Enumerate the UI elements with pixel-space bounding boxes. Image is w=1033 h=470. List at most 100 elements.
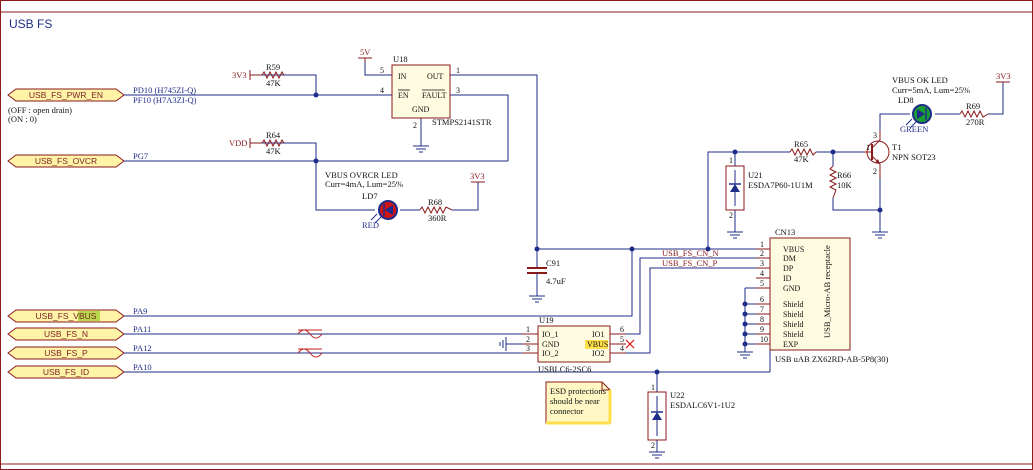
u18-pin3: 3 bbox=[456, 86, 460, 95]
u22-pin1: 1 bbox=[651, 383, 655, 392]
cn13-pin-number: 4 bbox=[760, 269, 764, 278]
net-pf10: PF10 (H7A3ZI-Q) bbox=[133, 95, 197, 105]
r65-value: 47K bbox=[794, 154, 810, 164]
no-connect-marker bbox=[625, 339, 635, 349]
t1-part: NPN SOT23 bbox=[892, 152, 936, 162]
port-label: USB_FS_PWR_EN bbox=[29, 90, 103, 100]
ground-symbols bbox=[413, 145, 888, 459]
u18-part: STMPS2141STR bbox=[432, 117, 492, 127]
diff-pair-marker-n bbox=[297, 329, 323, 339]
u18-in-label: IN bbox=[398, 72, 407, 81]
cn13-pin-row: 3DP bbox=[756, 259, 794, 273]
u18-en-label: EN bbox=[398, 91, 409, 100]
port-usb-fs-n[interactable]: USB_FS_N bbox=[7, 327, 125, 341]
r68-ref: R68 bbox=[428, 197, 442, 207]
u18-ref: U18 bbox=[393, 54, 408, 64]
cn13-pin-name: GND bbox=[783, 284, 801, 293]
port-usb-fs-p[interactable]: USB_FS_P bbox=[7, 346, 125, 360]
cn13-pin-name: DM bbox=[783, 254, 796, 263]
t1-pin3: 3 bbox=[873, 131, 877, 140]
r66-value: 10K bbox=[837, 180, 853, 190]
u19-pin4: 4 bbox=[620, 344, 624, 353]
cn13-part: USB uAB ZX62RD-AB-5P8(30) bbox=[775, 354, 889, 364]
u19-ref: U19 bbox=[539, 315, 554, 325]
t1-pin2: 2 bbox=[873, 167, 877, 176]
esd-note: ESD protections should be near connector bbox=[545, 381, 612, 425]
power-3v3-label: 3V3 bbox=[232, 70, 247, 80]
u22-ref: U22 bbox=[670, 390, 685, 400]
power-5v-symbol: 5V bbox=[358, 47, 372, 62]
u19-pin3: 3 bbox=[526, 344, 530, 353]
resistor-r64[interactable]: R64 47K bbox=[250, 130, 285, 156]
cn13-ref: CN13 bbox=[775, 227, 795, 237]
u22-part: ESDALC6V1-1U2 bbox=[670, 400, 735, 410]
ld8-spec: Curr=5mA, Lum=25% bbox=[892, 85, 970, 95]
u21-part: ESDA7P60-1U1M bbox=[748, 180, 813, 190]
resistor-r69[interactable]: R69 270R bbox=[959, 101, 989, 127]
net-pd10: PD10 (H745ZI-Q) bbox=[133, 85, 196, 95]
power-5v-label: 5V bbox=[360, 47, 371, 57]
u18-power-switch[interactable]: U18 IN OUT EN FAULT GND 5 4 1 3 2 STMPS2… bbox=[380, 54, 492, 130]
cn13-side-label: USB_Micro-AB receptacle bbox=[822, 245, 832, 338]
r66-ref: R66 bbox=[837, 170, 851, 180]
resistor-r65[interactable]: R65 47K bbox=[789, 139, 817, 164]
cn13-pin-name: VBUS bbox=[783, 245, 804, 254]
u19-io-2-label: IO_2 bbox=[542, 349, 558, 358]
ld7-color: RED bbox=[362, 220, 379, 230]
resistor-r59[interactable]: R59 47K bbox=[250, 62, 285, 88]
u19-vbus-label: VBUS bbox=[587, 340, 608, 349]
ld7-ref: LD7 bbox=[362, 191, 378, 201]
note-line2: should be near bbox=[550, 396, 600, 406]
port-usb-fs-ovcr[interactable]: USB_FS_OVCR bbox=[7, 154, 125, 168]
u18-gnd-label: GND bbox=[412, 105, 430, 114]
resistor-r66[interactable]: R66 10K bbox=[828, 165, 853, 199]
cn13-pin-number: 2 bbox=[760, 249, 764, 258]
esd-u19[interactable]: U19 IO_1 GND IO_2 IO1 VBUS IO2 1 2 3 6 5… bbox=[522, 315, 635, 374]
connector-cn13[interactable]: CN13 1VBUS2DM3DP4ID5GND6Shield7Shield8Sh… bbox=[756, 227, 889, 364]
cn13-pin-number: 5 bbox=[760, 279, 764, 288]
capacitor-c91[interactable]: C91 4.7uF bbox=[527, 258, 566, 296]
power-3v3-label: 3V3 bbox=[996, 71, 1011, 81]
led-ld7[interactable]: VBUS OVRCR LED Curr=4mA, Lum=25% LD7 RED bbox=[325, 170, 403, 230]
resistor-r68[interactable]: R68 360R bbox=[419, 197, 453, 223]
net-pa9: PA9 bbox=[133, 306, 147, 316]
port-usb-fs-pwr-en[interactable]: USB_FS_PWR_EN bbox=[7, 88, 125, 102]
tvs-u21[interactable]: 1 2 U21 ESDA7P60-1U1M bbox=[725, 156, 813, 220]
tvs-u22[interactable]: 1 2 U22 ESDALC6V1-1U2 bbox=[647, 383, 735, 450]
net-pa10: PA10 bbox=[133, 362, 152, 372]
c91-ref: C91 bbox=[546, 258, 560, 268]
u21-pin1: 1 bbox=[729, 156, 733, 165]
r68-value: 360R bbox=[428, 213, 447, 223]
cn13-pin-name: DP bbox=[783, 264, 794, 273]
led-ld8[interactable]: VBUS OK LED Curr=5mA, Lum=25% LD8 GREEN bbox=[892, 75, 970, 134]
port-label: USB_FS_VBUS bbox=[36, 311, 97, 321]
port-usb-fs-vbus[interactable]: USB_FS_VBUS bbox=[7, 309, 125, 323]
pwr-en-on-note: (ON : 0) bbox=[8, 114, 37, 124]
pwr-en-off-note: (OFF : open drain) bbox=[8, 105, 72, 115]
cn13-pin-number: 8 bbox=[760, 315, 764, 324]
transistor-t1[interactable]: 1 3 2 T1 NPN SOT23 bbox=[864, 130, 936, 178]
r65-ref: R65 bbox=[794, 139, 808, 149]
cn13-pin-name: Shield bbox=[783, 300, 803, 309]
wires bbox=[124, 60, 1004, 452]
power-3v3-r68-symbol: 3V3 bbox=[470, 171, 485, 183]
u19-io1-label: IO1 bbox=[592, 330, 604, 339]
port-usb-fs-id[interactable]: USB_FS_ID bbox=[7, 365, 125, 379]
r64-value: 47K bbox=[266, 146, 282, 156]
c91-value: 4.7uF bbox=[546, 276, 566, 286]
power-vdd-symbol: VDD bbox=[229, 138, 251, 148]
junctions bbox=[313, 92, 883, 375]
u19-io-1-label: IO_1 bbox=[542, 330, 558, 339]
cn13-pin-name: Shield bbox=[783, 320, 803, 329]
ld8-ref: LD8 bbox=[898, 95, 914, 105]
r69-value: 270R bbox=[966, 117, 985, 127]
u18-out-label: OUT bbox=[427, 72, 444, 81]
net-pa11: PA11 bbox=[133, 324, 151, 334]
note-line1: ESD protections bbox=[550, 386, 606, 396]
